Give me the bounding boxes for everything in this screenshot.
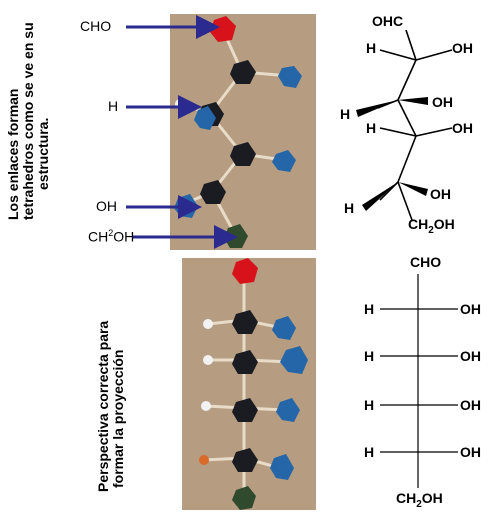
blue-ball [270,454,294,480]
fischer-row4-left: H [364,444,375,460]
fischer-bottom-label: CH2OH [396,490,443,510]
fischer-row3-right: OH [460,397,481,413]
black-ball [230,60,256,84]
label-ch2oh-sup: 2 [108,228,114,238]
label-cho: CHO [80,18,112,34]
white-ball [199,455,209,465]
wedge-row1-right: OH [452,40,473,56]
wedge-row3-left: H [366,120,377,136]
blue-ball [272,316,296,340]
wedge-row4-left: H [344,200,355,216]
wedge-row2-left: H [340,106,351,122]
label-h: H [108,98,119,114]
blue-ball [280,346,308,374]
molecule-model-photo-bottom [182,258,316,510]
wedge-row1-left: H [366,40,377,56]
red-ball [232,258,258,284]
white-ball [203,319,213,329]
green-ball [232,486,256,510]
label-ch2oh-tail: OH [113,228,135,245]
blue-ball [278,66,302,88]
wedge-bond [356,100,398,117]
wedge-top-label: OHC [372,13,404,29]
wedge-bond [362,182,398,211]
wedge-bond [398,182,428,196]
wedge-bottom-label: CH2OH [408,216,455,236]
blue-ball [276,398,300,422]
fischer-row1-right: OH [460,301,481,317]
black-ball [232,448,258,472]
wedge-row2-right: OH [432,94,453,110]
black-ball [232,398,258,422]
white-ball [201,401,211,411]
label-ch2oh-main: CH [88,228,109,245]
blue-ball [272,150,296,172]
wedge-bond [398,97,428,105]
label-ch2oh: CH2OH [88,228,134,245]
wedge-row3-right: OH [452,120,473,136]
label-oh: OH [96,198,117,214]
wedge-row4-right: OH [430,186,451,202]
molecule-model-bottom-drawing [199,258,308,510]
black-ball [232,350,258,374]
fischer-top-label: CHO [410,254,442,270]
fischer-row1-left: H [364,301,375,317]
fischer-row4-right: OH [460,444,481,460]
fischer-row2-right: OH [460,348,481,364]
white-ball [203,355,213,365]
black-ball [232,310,258,334]
black-ball [230,142,256,166]
fischer-row3-left: H [364,397,375,413]
fischer-row2-left: H [364,348,375,364]
black-ball [200,180,226,204]
